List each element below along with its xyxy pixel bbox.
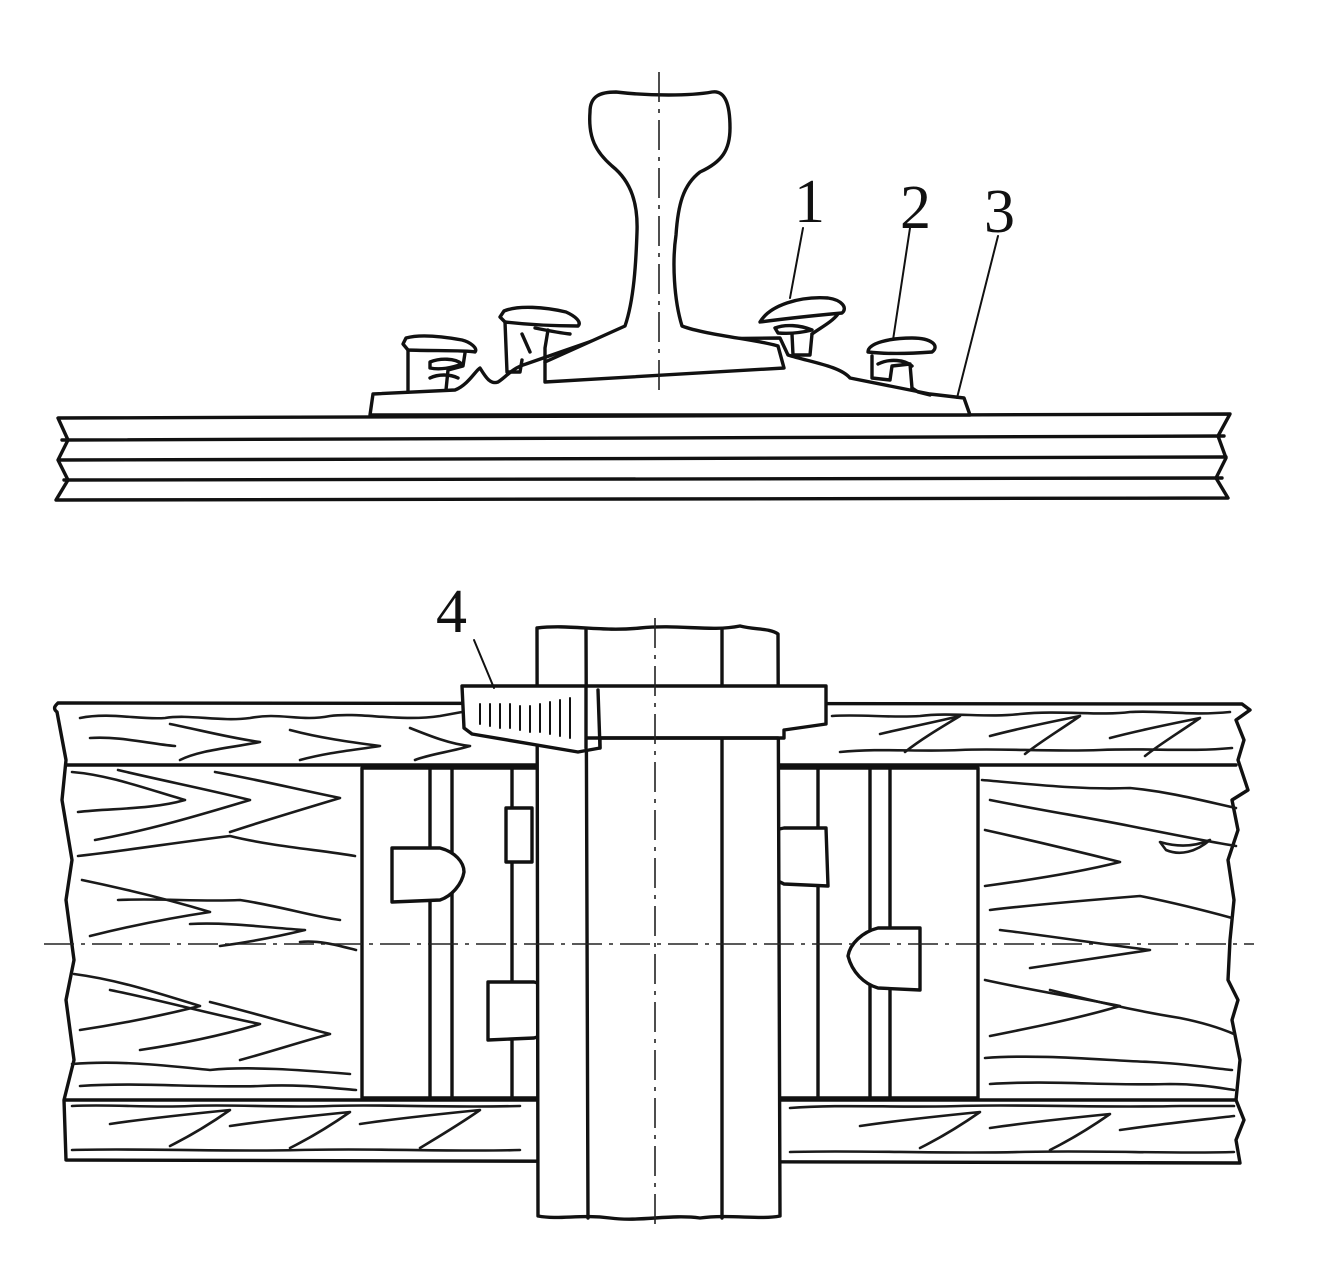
spike-plan-left-upper	[504, 806, 534, 864]
callout-2: 2	[900, 174, 931, 242]
leader-3	[956, 235, 999, 399]
wood-grain-left	[70, 768, 358, 1092]
tie-section	[54, 412, 1232, 502]
callout-4: 4	[436, 578, 467, 646]
spike-left-inner	[498, 305, 581, 374]
leader-4	[473, 639, 495, 689]
spike-left-outer	[401, 334, 478, 394]
rail-profile	[543, 90, 786, 384]
leader-1	[789, 227, 804, 299]
elevation-view	[54, 72, 1232, 502]
callout-1: 1	[794, 168, 825, 236]
rail-plan	[535, 624, 782, 1221]
spike-right-outer	[866, 336, 937, 397]
spike-right-inner	[758, 296, 846, 357]
leader-2	[892, 227, 911, 341]
rail-anchor	[460, 684, 828, 754]
plan-view	[44, 618, 1254, 1226]
spike-plan-left-outer	[390, 846, 466, 904]
callout-3: 3	[984, 178, 1015, 246]
wood-grain-top	[78, 710, 1234, 762]
wood-grain-bottom	[70, 1104, 1236, 1154]
wood-grain-right	[980, 778, 1238, 1092]
tie-plate	[368, 336, 972, 417]
